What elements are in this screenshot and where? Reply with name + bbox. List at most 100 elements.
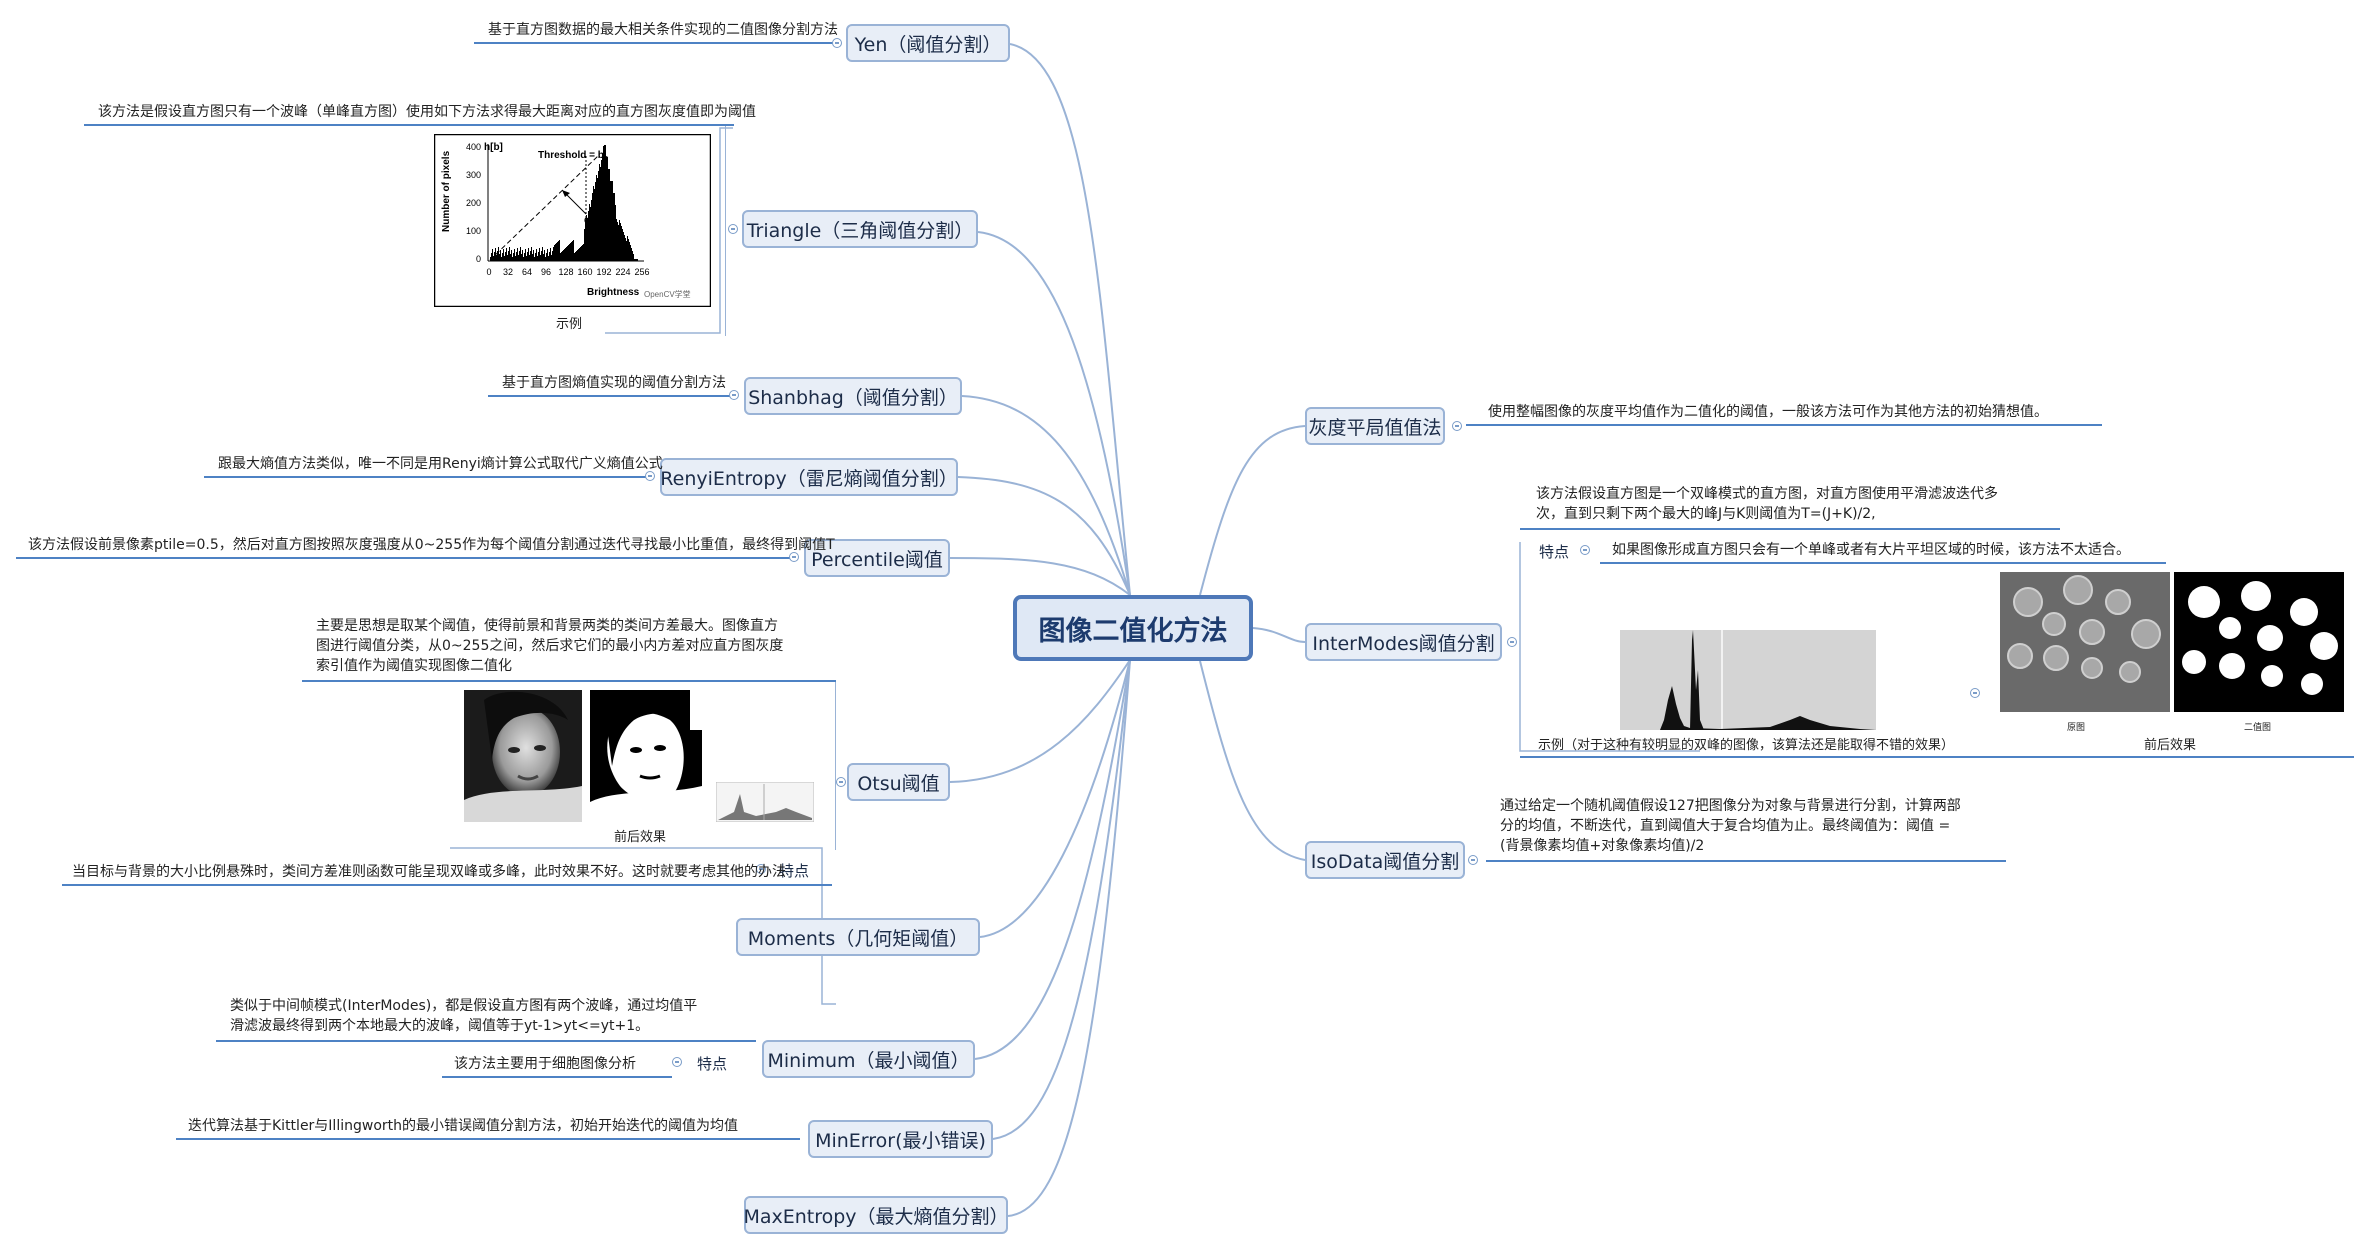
y-tick: 0 [476,254,481,264]
node-isodata[interactable]: IsoData阈值分割 [1305,841,1465,879]
x-tick: 128 [558,267,573,277]
isodata-description: 通过给定一个随机阈值假设127把图像分为对象与背景进行分割，计算两部 分的均值，… [1500,798,1961,854]
histogram-bar [557,242,558,261]
histogram-bar [504,256,505,261]
histogram-bar [518,255,519,261]
intermodes-compare-caption: 前后效果 [2144,738,2197,753]
node-minimum[interactable]: Minimum（最小阈值） [762,1040,975,1078]
collapse-icon[interactable] [672,1057,682,1067]
histogram-bar [494,252,495,261]
x-tick: 64 [522,267,532,277]
collapse-icon[interactable] [1970,688,1980,698]
histogram-bar [609,169,610,261]
histogram-bar [614,193,615,261]
histogram-bar [602,153,603,261]
otsu-histogram-thumb [716,782,814,822]
node-triangle[interactable]: Triangle（三角阈值分割） [742,210,978,248]
histogram-bar [622,229,623,261]
minimum-feature-label[interactable]: 特点 [686,1050,738,1076]
minerror-underline [176,1138,800,1140]
histogram-bar [610,181,611,261]
otsu-feature-underline [62,884,832,886]
otsu-binary-image [590,690,702,822]
node-otsu[interactable]: Otsu阈值 [847,763,950,801]
histogram-bar [541,251,542,261]
collapse-icon[interactable] [832,38,842,48]
x-tick: 224 [615,267,630,277]
yen-underline [474,42,839,44]
histogram-bar [608,169,609,261]
y-tick: 100 [466,226,481,236]
collapse-icon[interactable] [729,390,739,400]
node-percentile[interactable]: Percentile阈值 [804,539,950,577]
collapse-icon[interactable] [728,224,738,234]
histogram-bar [579,248,580,261]
collapse-icon[interactable] [789,552,799,562]
original-image-label: 原图 [2067,723,2086,733]
histogram-bar [612,181,613,261]
shanbhag-underline [488,395,736,397]
collapse-icon[interactable] [1468,855,1478,865]
histogram-bar [615,205,616,261]
histogram-bar [558,241,559,261]
intermodes-example-underline [1520,756,1994,758]
node-renyi-entropy[interactable]: RenyiEntropy（雷尼熵阈值分割） [660,458,958,496]
histogram-bar [534,257,535,261]
node-intermodes[interactable]: InterModes阈值分割 [1305,623,1502,661]
histogram-bar [528,248,529,261]
collapse-icon[interactable] [1507,637,1517,647]
collapse-icon[interactable] [836,777,846,787]
histogram-bar [607,157,608,261]
histogram-bar [590,207,591,261]
minimum-description: 类似于中间帧模式(InterModes)，都是假设直方图有两个波峰，通过均值平 … [230,998,698,1034]
histogram-bar [523,257,524,261]
x-tick: 192 [596,267,611,277]
node-maxentropy[interactable]: MaxEntropy（最大熵值分割） [743,1196,1009,1234]
histogram-bar [606,157,607,261]
percentile-underline [16,557,796,559]
histogram-bar [578,249,579,261]
collapse-icon[interactable] [645,471,655,481]
x-tick: 0 [486,267,491,277]
collapse-icon[interactable] [1580,545,1590,555]
histogram-bar [536,249,537,261]
histogram-bar [598,171,599,261]
histogram-bar [499,254,500,261]
histogram-bar [548,256,549,261]
histogram-bar [508,251,509,261]
histogram-bar [553,247,554,261]
node-yen[interactable]: Yen（阈值分割） [846,24,1010,62]
histogram-bar [514,249,515,261]
otsu-feature-label[interactable]: 特点 [768,857,820,883]
histogram-bar [562,251,563,261]
histogram-bar [633,254,634,261]
otsu-underline [302,680,836,682]
intermodes-binary-image [2174,572,2344,712]
node-gray-mean[interactable]: 灰度平局值值法 [1305,407,1445,445]
histogram-bar [545,257,546,261]
histogram-bar [498,247,499,261]
x-tick: 256 [634,267,649,277]
histogram-bar [584,229,585,261]
histogram-bar [542,247,543,261]
histogram-bar [611,181,612,261]
renyi-description: 跟最大熵值方法类似，唯一不同是用Renyi熵计算公式取代广义熵值公式 [218,456,663,472]
collapse-icon[interactable] [1452,421,1462,431]
node-minerror[interactable]: MinError(最小错误) [808,1120,993,1158]
node-moments[interactable]: Moments（几何矩阈值） [736,918,980,956]
histogram-bar [580,247,581,261]
histogram-bar [503,249,504,261]
central-topic[interactable]: 图像二值化方法 [1013,595,1253,661]
collapse-icon[interactable] [756,864,766,874]
histogram-bar [554,245,555,261]
histogram-bar [524,253,525,261]
intermodes-feature-label[interactable]: 特点 [1530,538,1578,564]
histogram-bar [601,160,602,261]
triangle-description: 该方法是假设直方图只有一个波峰（单峰直方图）使用如下方法求得最大距离对应的直方图… [98,104,756,120]
y-tick: 300 [466,170,481,180]
mean-description: 使用整幅图像的灰度平均值作为二值化的阈值，一般该方法可作为其他方法的初始猜想值。 [1488,404,2048,420]
yen-description: 基于直方图数据的最大相关条件实现的二值图像分割方法 [488,22,838,38]
node-shanbhag[interactable]: Shanbhag（阈值分割） [744,377,962,415]
histogram-bar [535,253,536,261]
intermodes-feature-underline [1600,562,2166,564]
